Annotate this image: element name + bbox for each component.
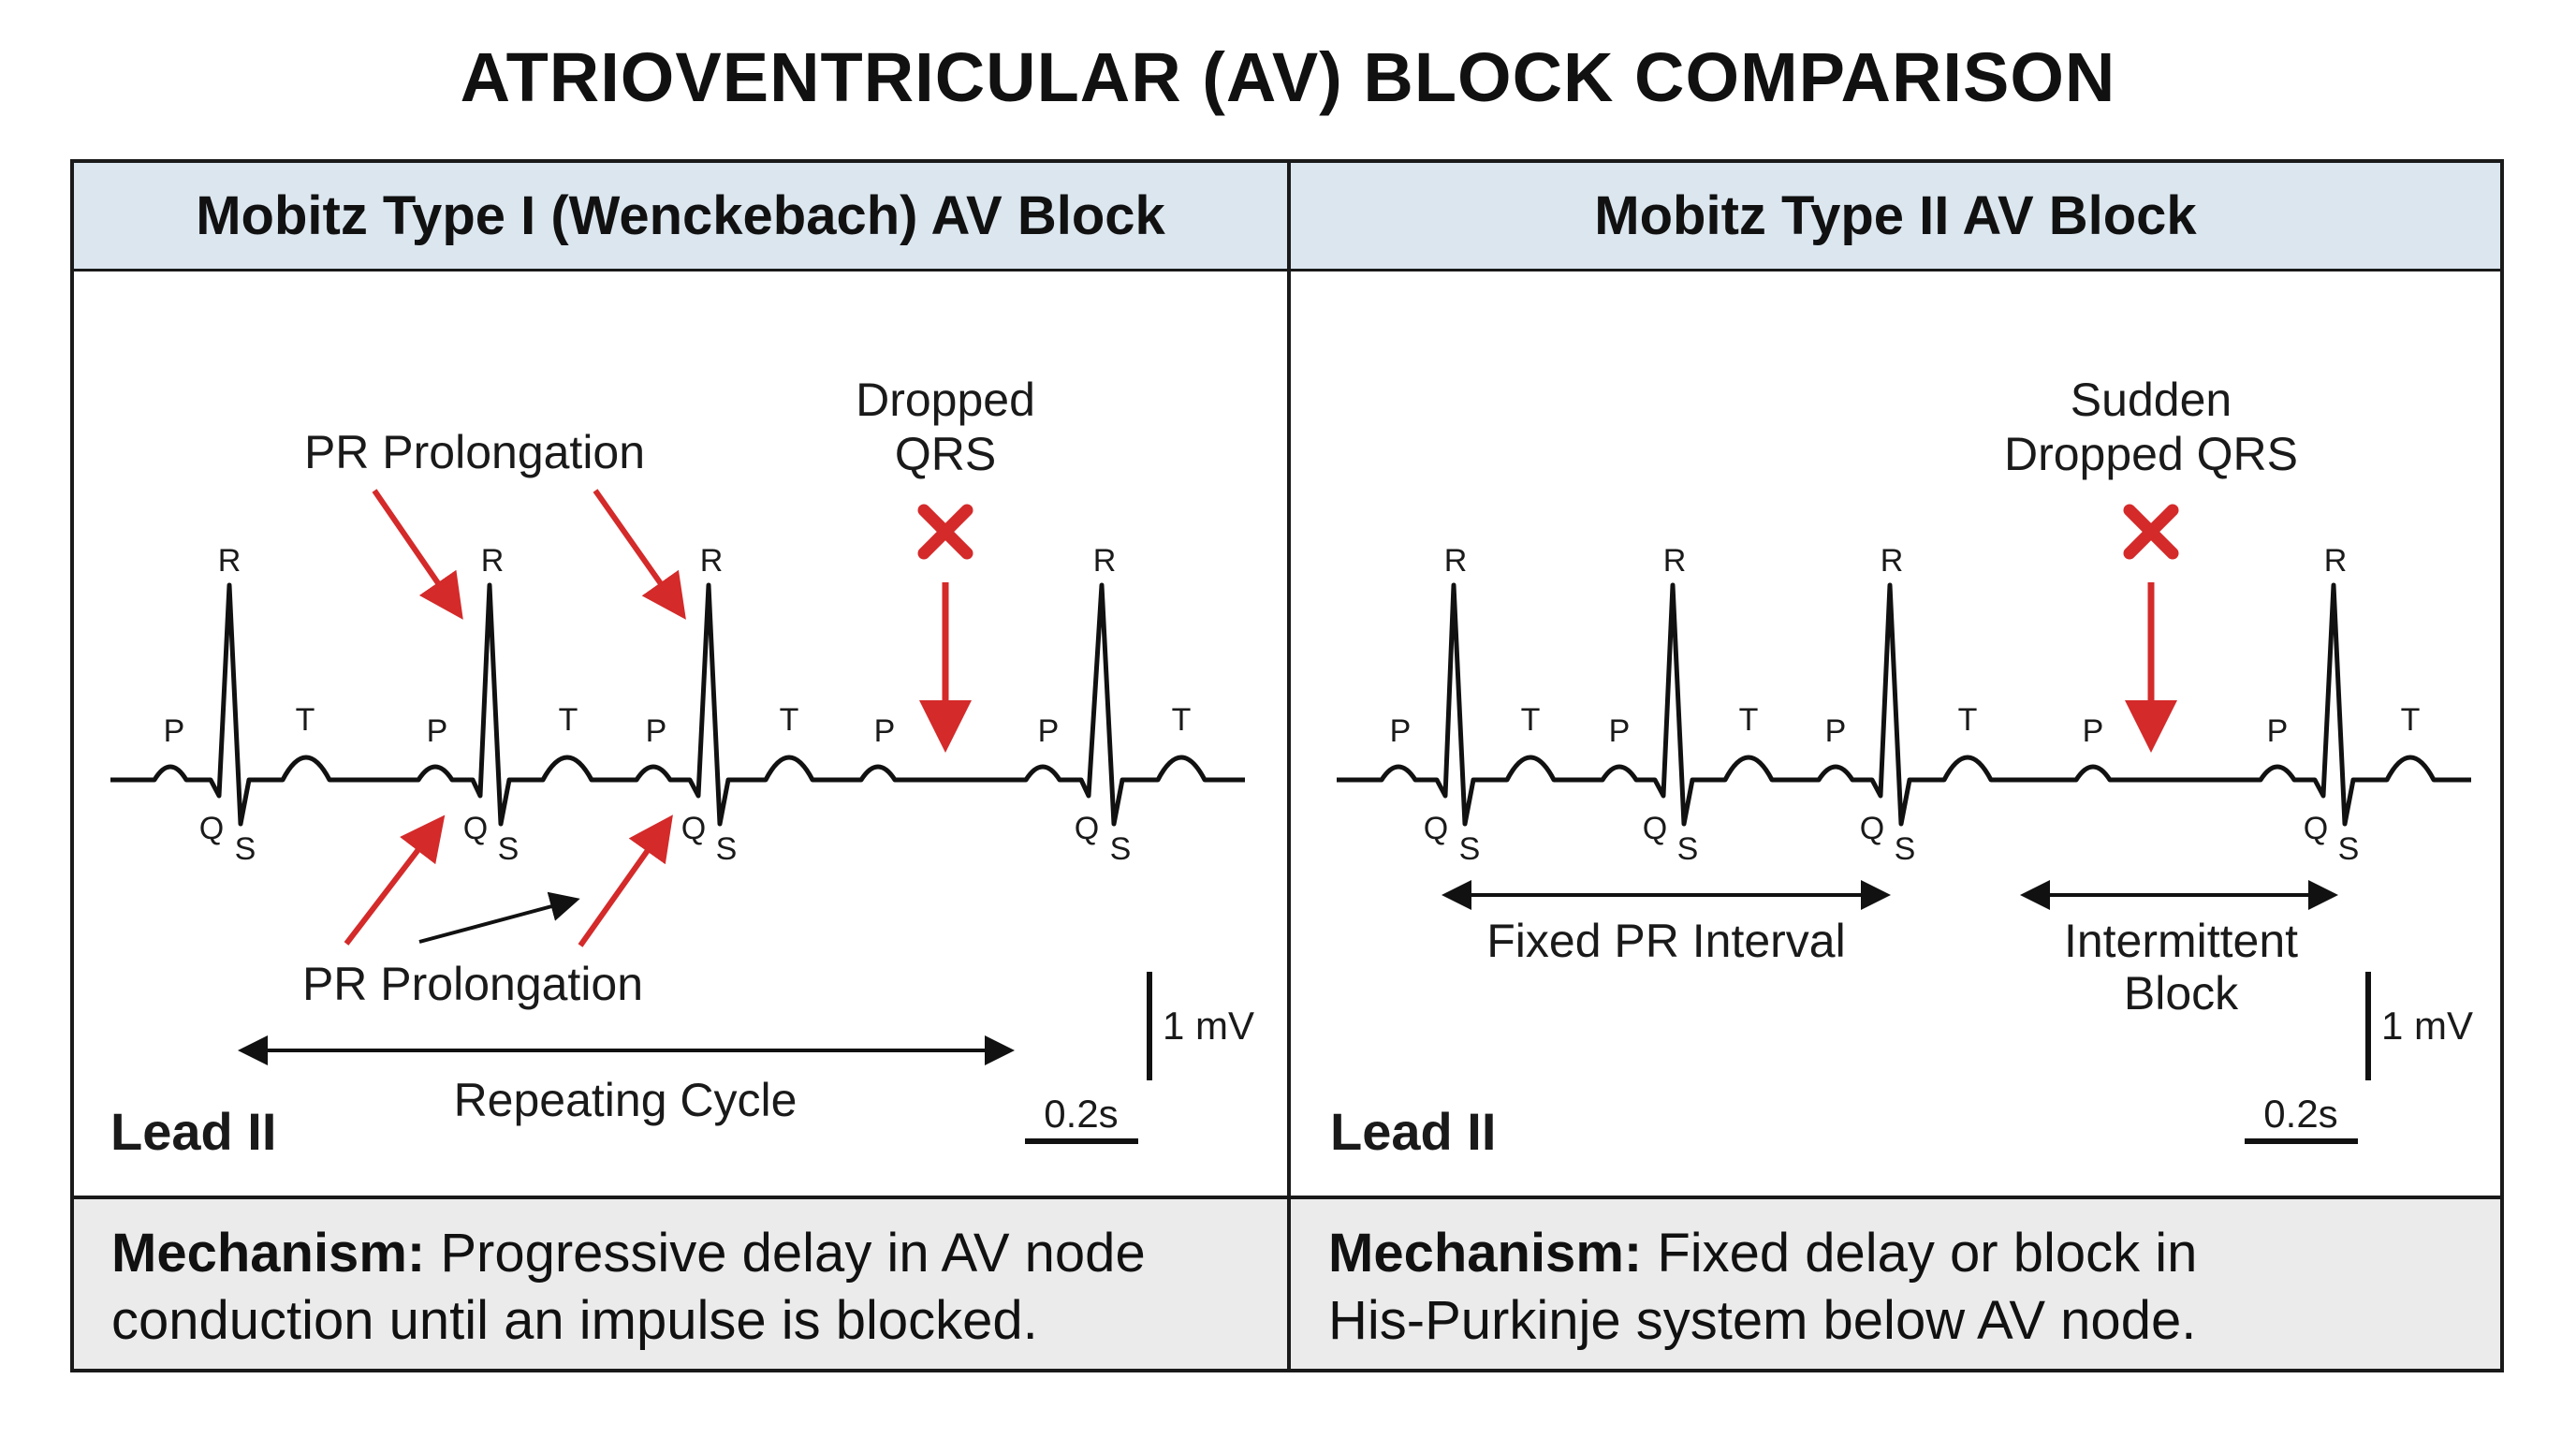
pr-prolongation-label-bottom: PR Prolongation bbox=[302, 958, 643, 1010]
dropped-qrs-label: QRS bbox=[895, 428, 996, 480]
t-wave-label: T bbox=[559, 702, 578, 738]
repeating-cycle-label: Repeating Cycle bbox=[454, 1074, 798, 1126]
right-mechanism-box: Mechanism: Fixed delay or block in His-P… bbox=[1291, 1196, 2500, 1369]
s-wave-label: S bbox=[2338, 831, 2360, 867]
p-wave-label: P bbox=[1825, 713, 1847, 749]
page-title: ATRIOVENTRICULAR (AV) BLOCK COMPARISON bbox=[460, 38, 2116, 116]
mechanism-text: Progressive delay in AV node bbox=[425, 1223, 1146, 1284]
p-wave-label: P bbox=[2267, 713, 2289, 749]
sudden-dropped-qrs-label: Sudden bbox=[2071, 374, 2232, 426]
t-wave-label: T bbox=[296, 702, 315, 738]
r-wave-label: R bbox=[481, 543, 505, 579]
mechanism-text: Fixed delay or block in bbox=[1642, 1223, 2198, 1284]
p-wave-label: P bbox=[164, 713, 185, 749]
s-wave-label: S bbox=[1459, 831, 1481, 867]
dropped-beat-x-icon bbox=[917, 504, 973, 560]
mechanism-label: Mechanism: bbox=[111, 1223, 426, 1284]
p-wave-label: P bbox=[1390, 713, 1412, 749]
q-wave-label: Q bbox=[2304, 811, 2328, 846]
mechanism-text: conduction until an impulse is blocked. bbox=[111, 1290, 1038, 1351]
left-mechanism-box: Mechanism: Progressive delay in AV node … bbox=[74, 1196, 1287, 1369]
mechanism-text: His-Purkinje system below AV node. bbox=[1328, 1290, 2197, 1351]
r-wave-label: R bbox=[1093, 543, 1117, 579]
s-wave-label: S bbox=[1677, 831, 1699, 867]
s-wave-label: S bbox=[716, 831, 738, 867]
intermittent-block-label: Block bbox=[2124, 967, 2239, 1020]
p-wave-label: P bbox=[1038, 713, 1060, 749]
p-wave-label: P bbox=[1609, 713, 1631, 749]
q-wave-label: Q bbox=[681, 811, 706, 846]
pr-prolongation-arrow bbox=[578, 814, 673, 947]
ecg-trace-left bbox=[110, 582, 1245, 827]
lead-label-right: Lead II bbox=[1330, 1102, 1496, 1161]
left-panel-header: Mobitz Type I (Wenckebach) AV Block bbox=[74, 163, 1287, 271]
dropped-qrs-label: Dropped bbox=[856, 374, 1035, 426]
right-panel-header: Mobitz Type II AV Block bbox=[1291, 163, 2500, 271]
lead-label-left: Lead II bbox=[110, 1102, 276, 1161]
s-wave-label: S bbox=[1895, 831, 1916, 867]
t-wave-label: T bbox=[780, 702, 799, 738]
column-divider bbox=[1287, 159, 1291, 1372]
pr-prolongation-label-top: PR Prolongation bbox=[304, 426, 645, 478]
intermittent-block-label: Intermittent bbox=[2064, 915, 2298, 967]
p-wave-label: P bbox=[646, 713, 667, 749]
dropped-beat-x-icon bbox=[2123, 504, 2179, 560]
r-wave-label: R bbox=[700, 543, 724, 579]
t-wave-label: T bbox=[1739, 702, 1759, 738]
time-scale-label: 0.2s bbox=[1044, 1092, 1118, 1136]
sudden-dropped-qrs-label: Dropped QRS bbox=[2004, 428, 2298, 480]
mechanism-label: Mechanism: bbox=[1328, 1223, 1643, 1284]
t-wave-label: T bbox=[2401, 702, 2421, 738]
t-wave-label: T bbox=[1172, 702, 1192, 738]
progression-arrow bbox=[418, 891, 580, 944]
q-wave-label: Q bbox=[1424, 811, 1448, 846]
s-wave-label: S bbox=[235, 831, 256, 867]
time-scale-label: 0.2s bbox=[2263, 1092, 2337, 1136]
r-wave-label: R bbox=[1444, 543, 1468, 579]
pr-prolongation-arrow bbox=[372, 489, 463, 620]
r-wave-label: R bbox=[1663, 543, 1687, 579]
p-wave-label: P bbox=[874, 713, 896, 749]
t-wave-label: T bbox=[1958, 702, 1978, 738]
voltage-scale-label: 1 mV bbox=[2381, 1004, 2473, 1048]
pr-prolongation-arrow bbox=[593, 489, 686, 620]
t-wave-label: T bbox=[1521, 702, 1541, 738]
r-wave-label: R bbox=[218, 543, 242, 579]
r-wave-label: R bbox=[2324, 543, 2348, 579]
ecg-trace-right bbox=[1337, 582, 2471, 827]
s-wave-label: S bbox=[498, 831, 520, 867]
q-wave-label: Q bbox=[199, 811, 224, 846]
p-wave-label: P bbox=[2083, 713, 2104, 749]
s-wave-label: S bbox=[1110, 831, 1132, 867]
q-wave-label: Q bbox=[1860, 811, 1884, 846]
q-wave-label: Q bbox=[1075, 811, 1099, 846]
fixed-pr-interval-label: Fixed PR Interval bbox=[1486, 915, 1845, 967]
q-wave-label: Q bbox=[463, 811, 488, 846]
p-wave-label: P bbox=[427, 713, 448, 749]
voltage-scale-label: 1 mV bbox=[1163, 1004, 1254, 1048]
q-wave-label: Q bbox=[1643, 811, 1667, 846]
pr-prolongation-arrow bbox=[344, 814, 446, 946]
r-wave-label: R bbox=[1881, 543, 1904, 579]
